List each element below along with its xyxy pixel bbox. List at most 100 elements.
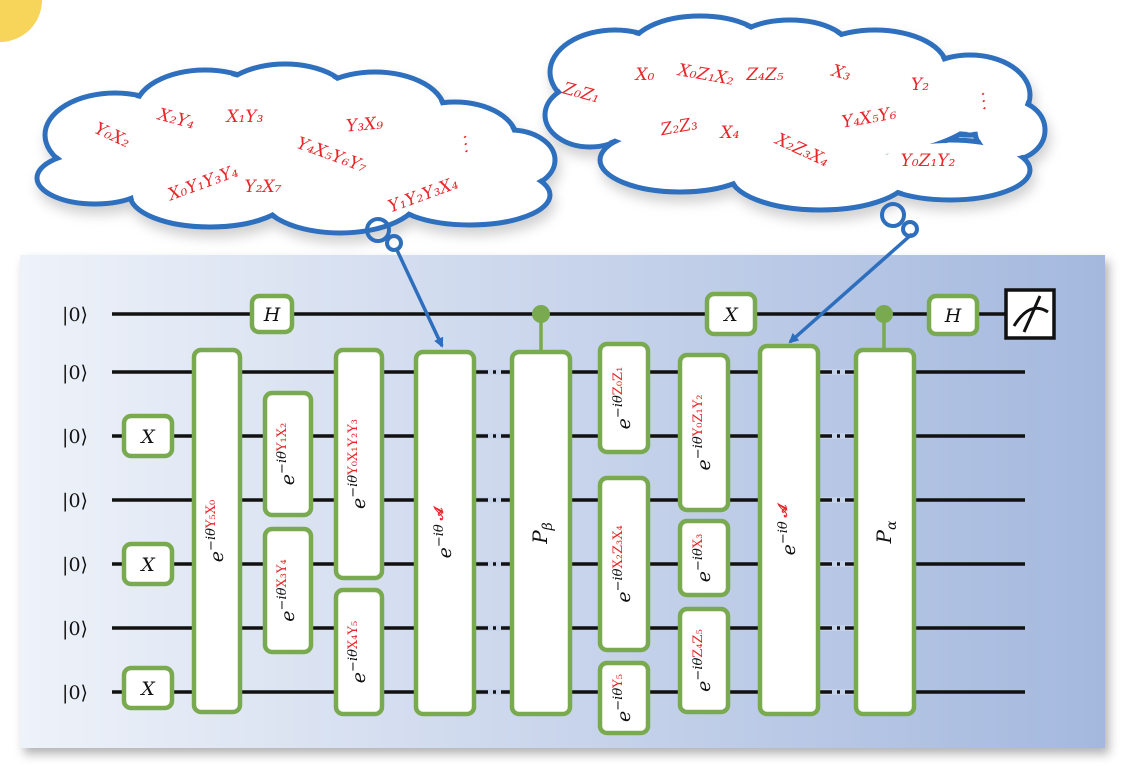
gate-exponent: −iθ <box>432 520 447 547</box>
pauli-term: X₁Y₃ <box>225 107 264 127</box>
gate-exponent: −iθ <box>204 528 219 551</box>
gate-base: e <box>277 474 299 485</box>
single-qubit-gate[interactable] <box>926 293 980 337</box>
gate-exponent: −iθ <box>776 517 791 544</box>
gate-exponent: −iθ <box>275 451 290 474</box>
projector-label: Pα <box>872 520 900 544</box>
bubble-left-large <box>365 217 391 243</box>
control-dot <box>875 305 893 323</box>
gate-base: e <box>348 498 370 509</box>
exp-gate-label: e−iθX₃Y₄ <box>275 559 299 621</box>
right-thought-cloud <box>542 13 1048 213</box>
gate-base: e <box>348 672 370 683</box>
gate-label: H <box>263 304 281 326</box>
exponential-gate[interactable] <box>757 343 821 717</box>
projector-label: Pβ <box>528 522 556 545</box>
bubble-left-small <box>385 234 403 252</box>
projector-base: P <box>872 529 896 544</box>
arrow-left-cloud-to-gate <box>394 247 444 348</box>
control-dot <box>532 305 550 323</box>
qubit-label: |0⟩ <box>62 490 88 512</box>
cloud-fill <box>873 143 1027 197</box>
gate-base: e <box>693 459 715 470</box>
arrow-right-cloud-to-gate <box>788 232 914 344</box>
exponential-gate[interactable] <box>333 347 385 581</box>
meter-icon[interactable] <box>1004 288 1056 340</box>
gate-base: e <box>434 547 456 558</box>
single-qubit-gate[interactable] <box>121 665 175 711</box>
gate-operator: Z₄Z₅ <box>691 629 706 658</box>
gate-base: e <box>693 571 715 582</box>
gate-exponent: −iθ <box>346 475 361 498</box>
gate-exponent: −iθ <box>346 649 361 672</box>
gate-base: e <box>693 681 715 692</box>
controlled-projector-gate[interactable] <box>853 347 917 717</box>
cloud-fill <box>113 98 467 202</box>
gate-exponent: −iθ <box>611 568 626 591</box>
exp-gate-label: e−iθX₂Z₃X₄ <box>611 525 635 602</box>
exponential-gate[interactable] <box>191 347 243 715</box>
exponential-gate[interactable] <box>333 587 385 717</box>
exponential-gate[interactable] <box>262 526 314 655</box>
exponential-gate[interactable] <box>677 352 731 513</box>
exp-gate-label: e−iθZ₄Z₅ <box>691 629 715 692</box>
gate-exponent: −iθ <box>611 395 626 418</box>
exponential-gate[interactable] <box>597 660 651 736</box>
gate-operator: X₄Y₅ <box>346 621 361 649</box>
exponential-gate[interactable] <box>677 606 731 715</box>
gate-label: H <box>944 305 962 327</box>
gate-label: X <box>139 678 156 700</box>
pauli-term: Y₀Z₁Y₂ <box>901 151 956 171</box>
exp-gate-label: e−iθY₅X₀ <box>204 500 228 562</box>
gate-exponent: −iθ <box>275 587 290 610</box>
projector-sub: α <box>884 520 900 530</box>
gate-label: X <box>722 304 739 326</box>
gate-operator: Y₀X₁Y₂Y₃ <box>346 419 361 476</box>
exp-gate-label: e−iθY₀Z₁Y₂ <box>691 395 715 471</box>
gate-operator: 𝓐 <box>432 505 447 521</box>
single-qubit-gate[interactable] <box>704 291 758 337</box>
exp-gate-label: e−iθ 𝓐 <box>776 502 800 555</box>
single-qubit-gate[interactable] <box>121 541 175 587</box>
gate-operator: X₂Z₃X₄ <box>611 525 626 568</box>
bubble-right-large <box>880 202 906 228</box>
exp-gate-label: e−iθ 𝓐 <box>432 505 456 558</box>
gate-operator: Y₅X₀ <box>204 500 219 529</box>
exp-gate-label: e−iθY₅ <box>611 674 635 722</box>
cloud-fill <box>583 58 977 162</box>
gate-operator: 𝓐 <box>776 502 791 518</box>
gate-operator: Y₁X₂ <box>275 423 290 452</box>
qubit-label: |0⟩ <box>62 304 88 326</box>
pauli-term: Z₄Z₅ <box>745 65 783 85</box>
qubit-label: |0⟩ <box>62 618 88 640</box>
gate-base: e <box>206 551 228 562</box>
single-qubit-gate[interactable] <box>249 293 295 335</box>
qubit-label: |0⟩ <box>62 426 88 448</box>
single-qubit-gate[interactable] <box>121 413 175 459</box>
exponential-gate[interactable] <box>413 349 477 717</box>
cloud-fill <box>393 168 547 222</box>
exponential-gate[interactable] <box>597 475 651 653</box>
pauli-term: X₀ <box>634 65 655 85</box>
exponential-gate[interactable] <box>597 341 651 455</box>
cloud-fill <box>978 103 1042 157</box>
exp-gate-label: e−iθY₀X₁Y₂Y₃ <box>346 419 370 509</box>
controlled-projector-gate[interactable] <box>509 349 573 717</box>
gate-operator: Y₅ <box>611 674 626 689</box>
gate-operator: X₃ <box>691 534 706 548</box>
corner-decoration <box>0 0 42 42</box>
exponential-gate[interactable] <box>262 390 314 518</box>
gate-base: e <box>613 418 635 429</box>
gate-base: e <box>277 610 299 621</box>
gate-base: e <box>778 544 800 555</box>
pauli-term: Y₃X₉ <box>345 113 384 136</box>
gate-base: e <box>613 711 635 722</box>
exponential-gate[interactable] <box>677 518 731 598</box>
gate-label: X <box>139 426 156 448</box>
projector-base: P <box>528 530 552 545</box>
gate-operator: Z₀Z₁ <box>611 367 626 396</box>
pauli-term: Y₂ <box>911 75 929 95</box>
gate-exponent: −iθ <box>691 436 706 459</box>
